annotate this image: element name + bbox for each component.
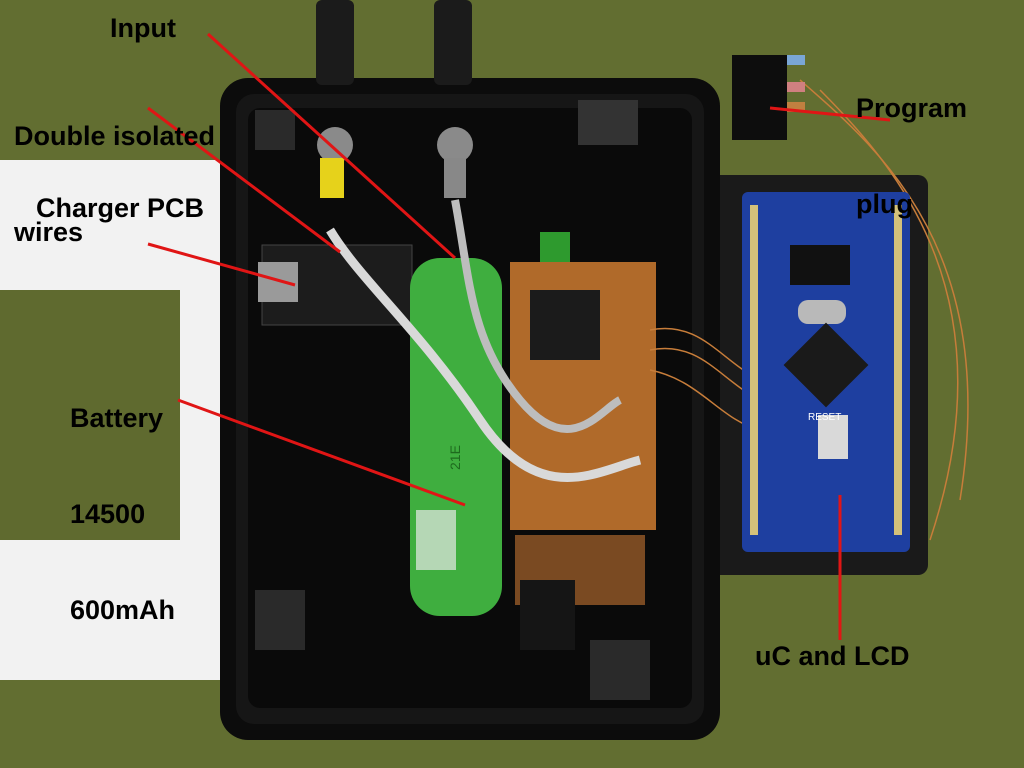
label-program-line1: Program: [856, 93, 968, 123]
label-wires: Double isolated wires: [14, 56, 215, 280]
white-frame: [0, 160, 220, 680]
pointer-program: [769, 106, 891, 122]
pointer-charger: [147, 242, 296, 287]
program-plug: [732, 55, 805, 140]
label-battery: Battery 14500 600mAh: [70, 338, 175, 658]
label-battery-line2: 14500: [70, 499, 146, 529]
uc-board: RESET: [742, 192, 910, 552]
reset-print: RESET: [808, 412, 841, 423]
label-input: Input: [110, 13, 176, 43]
stripboard: [510, 232, 656, 650]
battery-print: 21E: [447, 445, 463, 470]
pointer-lines: [147, 32, 891, 640]
label-wires-line2: wires: [14, 217, 84, 247]
label-battery-line1: Battery: [70, 403, 164, 433]
isolated-wire-2: [451, 199, 623, 433]
input-cables: [316, 0, 473, 198]
battery: 21E: [410, 258, 502, 616]
pointer-input: [206, 32, 457, 260]
label-wires-line1: Double isolated: [14, 121, 216, 151]
label-program-plug: Program plug: [856, 28, 967, 252]
label-battery-line3: 600mAh: [70, 595, 176, 625]
pointer-battery: [177, 398, 466, 507]
label-program-line2: plug: [856, 189, 913, 219]
pointer-wires: [147, 106, 341, 254]
label-uc-lcd: uC and LCD: [755, 641, 910, 671]
label-charger: Charger PCB: [36, 193, 205, 223]
isolated-wire-1: [326, 227, 642, 482]
